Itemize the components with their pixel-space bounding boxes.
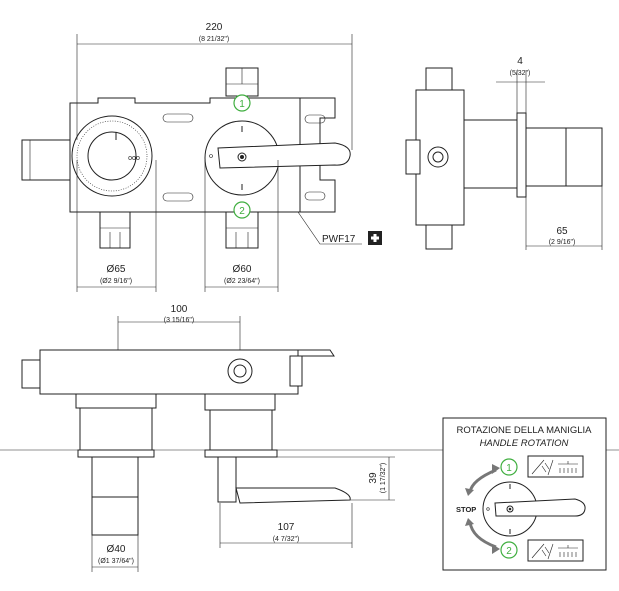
- stop-label: STOP: [456, 505, 476, 514]
- dim-4: 4: [517, 56, 523, 67]
- plan-view: 100 (3 15/16") 39 (1 17/32") 107 (4 7/32…: [0, 304, 619, 572]
- dim-60-inch: (Ø2 23/64"): [224, 278, 260, 285]
- legend-outlet-1: 1: [506, 463, 512, 474]
- dim-40: Ø40: [107, 544, 126, 555]
- dim-40-inch: (Ø1 37/64"): [98, 558, 134, 565]
- dim-65-side-inch: (2 9/16"): [549, 239, 576, 246]
- dim-39-inch: (1 17/32"): [380, 463, 387, 494]
- dim-220-inch: (8 21/32"): [199, 36, 230, 43]
- outlet-1-label: 1: [239, 99, 245, 110]
- shower-icon-2: [527, 539, 584, 562]
- dial-mark: ooo: [128, 155, 140, 162]
- dim-39: 39: [368, 472, 379, 484]
- side-view: 4 (5/32") 65 (2 9/16"): [405, 56, 603, 250]
- dim-60: Ø60: [233, 264, 252, 275]
- dim-100-inch: (3 15/16"): [164, 317, 195, 324]
- outlet-1-marker: [233, 94, 251, 112]
- dim-100: 100: [171, 304, 188, 315]
- legend-outlet-2: 2: [506, 546, 512, 557]
- handle-rotation-legend: ROTAZIONE DELLA MANIGLIA HANDLE ROTATION…: [442, 417, 607, 571]
- dim-65-side: 65: [556, 226, 568, 237]
- dim-65: Ø65: [107, 264, 126, 275]
- legend-title-it: ROTAZIONE DELLA MANIGLIA: [457, 425, 593, 436]
- dim-220: 220: [206, 22, 223, 33]
- shower-icon-1: [527, 455, 584, 478]
- plus-icon: [368, 231, 382, 245]
- dim-65-inch: (Ø2 9/16"): [100, 278, 132, 285]
- dim-107-inch: (4 7/32"): [273, 536, 300, 543]
- dim-4-inch: (5/32"): [510, 70, 531, 77]
- front-view: ooo 1 2 220 (8 21/32") Ø65 (Ø2 9/16") Ø6…: [21, 22, 382, 292]
- part-code-label: PWF17: [322, 234, 356, 245]
- outlet-2-label: 2: [239, 206, 245, 217]
- dim-107: 107: [278, 522, 295, 533]
- outlet-2-marker: [233, 201, 251, 219]
- legend-title-en: HANDLE ROTATION: [480, 438, 569, 449]
